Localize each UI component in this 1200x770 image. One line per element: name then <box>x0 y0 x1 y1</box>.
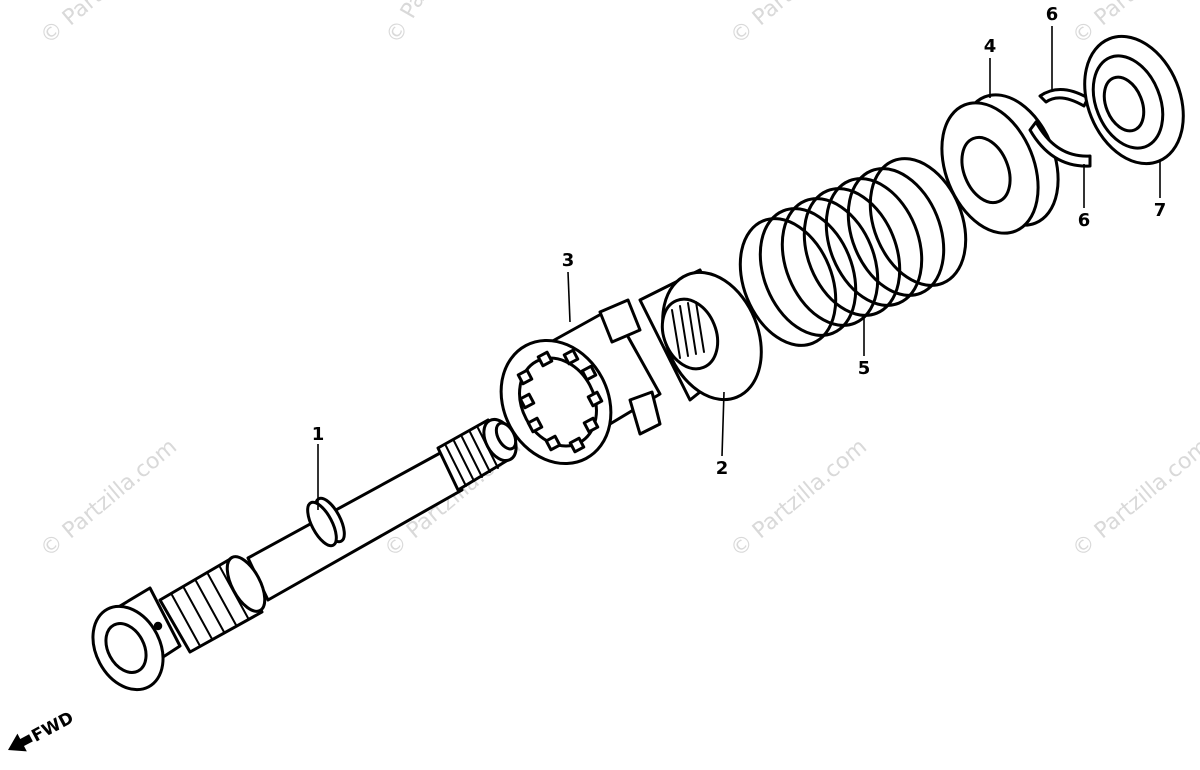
callouts: 1 2 3 4 5 6 6 7 <box>312 4 1167 479</box>
callout-part-4[interactable]: 4 <box>984 36 997 57</box>
watermark-bottom-right-1: © Partzilla.com <box>726 434 872 562</box>
callout-part-1[interactable]: 1 <box>312 424 325 445</box>
leader-lines <box>317 26 1161 510</box>
watermark-top-center: © Par <box>382 0 436 48</box>
part-4-spring-seat <box>940 93 1060 235</box>
callout-part-6a[interactable]: 6 <box>1046 4 1059 25</box>
callout-part-6b[interactable]: 6 <box>1078 210 1091 231</box>
part-2-splined-ring <box>638 268 763 402</box>
part-7-bearing <box>1083 34 1185 166</box>
watermarks: © Partzilla.com © Par © Partzilla.com © … <box>36 0 1200 563</box>
part-1-shaft <box>91 417 518 692</box>
fwd-label: FWD <box>28 708 77 747</box>
clutch-teeth <box>516 348 604 454</box>
callout-part-3[interactable]: 3 <box>562 250 575 271</box>
fwd-indicator: FWD <box>8 708 77 752</box>
part-3-dog-clutch <box>499 298 662 466</box>
watermark-bottom-right-2: © Partzilla.com <box>1068 434 1200 562</box>
leader-part-2 <box>721 391 725 457</box>
part-5-coil-spring <box>738 157 968 347</box>
shaft-right-splines <box>445 427 499 487</box>
watermark-bottom-left: © Partzilla.com <box>36 434 182 562</box>
leader-part-3 <box>567 271 571 323</box>
watermark-top-right-1: © Partzilla.com <box>726 0 872 50</box>
part-6-half-clips <box>1028 88 1092 168</box>
callout-part-5[interactable]: 5 <box>858 358 871 379</box>
watermark-top-left: © Partzilla.com <box>36 0 182 50</box>
arrow-left-down-icon <box>8 733 33 752</box>
callout-part-7[interactable]: 7 <box>1154 200 1167 221</box>
ring-splines <box>671 301 705 359</box>
callout-part-2[interactable]: 2 <box>716 458 729 479</box>
